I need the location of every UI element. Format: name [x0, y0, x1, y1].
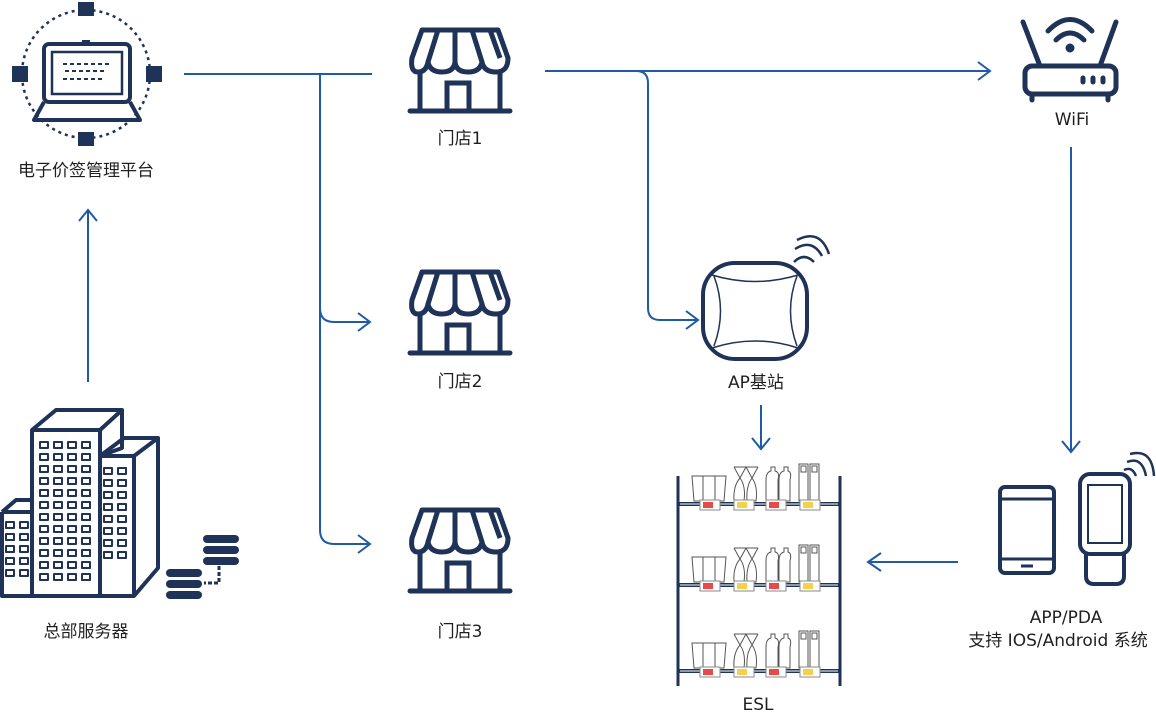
arrowhead-esl — [751, 437, 771, 451]
platform-label: 电子价签管理平台 — [18, 161, 154, 181]
arrowhead-left — [866, 552, 882, 572]
store3-label: 门店3 — [437, 622, 483, 642]
wifi-router-icon — [1020, 17, 1119, 103]
ap-label: AP基站 — [728, 373, 784, 393]
database-icon — [166, 535, 239, 599]
edge-platform-store2 — [319, 307, 370, 323]
window-grid — [5, 441, 127, 581]
store1-label: 门店1 — [437, 129, 483, 149]
edge-trunk — [319, 74, 370, 545]
edge-store1-ap — [635, 70, 698, 321]
connectors — [78, 61, 1081, 572]
arrowhead-up — [78, 208, 98, 222]
arrowhead-ap — [685, 310, 700, 330]
storefront-icon-3 — [410, 510, 510, 591]
arrowhead-store2 — [357, 312, 372, 332]
app-label-line1: APP/PDA — [1029, 608, 1103, 628]
app-label-line2: 支持 IOS/Android 系统 — [968, 631, 1148, 651]
hq-label: 总部服务器 — [43, 622, 129, 642]
shelf-esl-icon — [676, 463, 842, 686]
storefront-icon-1 — [410, 30, 510, 111]
phone-pda-icon — [998, 451, 1156, 586]
store2-label: 门店2 — [437, 372, 483, 392]
storefront-icon-2 — [410, 272, 510, 353]
arrowhead-app — [1061, 440, 1081, 454]
esl-label: ESL — [742, 695, 774, 715]
buildings-server-icon — [0, 408, 160, 598]
laptop-network-icon — [12, 2, 162, 146]
wifi-label: WiFi — [1054, 110, 1090, 130]
arrowhead-wifi — [977, 61, 992, 81]
arrowhead-store3 — [357, 534, 372, 554]
access-point-icon — [701, 235, 831, 361]
